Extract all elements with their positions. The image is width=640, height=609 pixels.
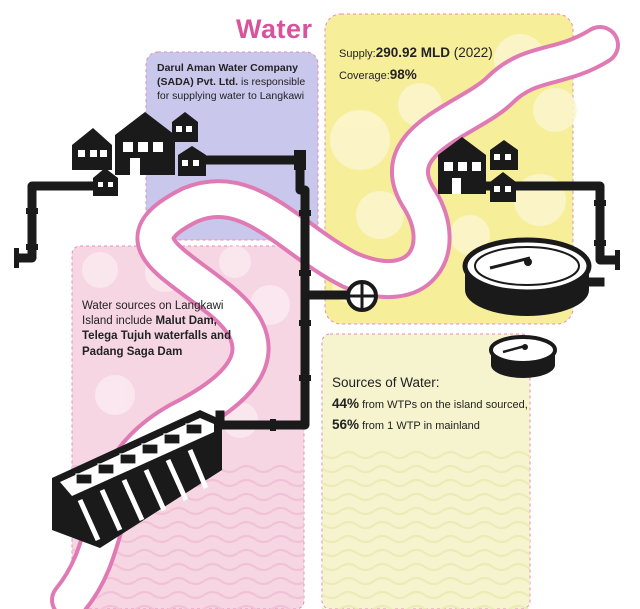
coverage-value: 98% — [389, 67, 417, 82]
source-line-1-pct: 44% — [332, 396, 360, 411]
dam-icon — [52, 410, 222, 548]
source-line-2-pct: 56% — [332, 416, 360, 432]
sources-names: Malut Dam, Telega Tujuh waterfalls and P… — [82, 315, 232, 358]
sources-description: Water sources on Langkawi Island include… — [82, 299, 232, 360]
source-line-2: 56% from 1 WTP in mainland — [332, 415, 562, 436]
page-title: Water — [236, 14, 313, 44]
houses-left-icon — [72, 112, 206, 196]
supply-label: Supply: — [339, 48, 376, 60]
source-line-1: 44% from WTPs on the island sourced, — [332, 394, 562, 415]
supply-value: 290.92 MLD — [375, 45, 450, 60]
sada-company-name: Darul Aman Water Company (SADA) Pvt. Ltd… — [157, 62, 298, 88]
supply-year: (2022) — [450, 45, 493, 60]
coverage-label: Coverage: — [339, 70, 390, 82]
sources-of-water-heading: Sources of Water: — [332, 375, 440, 390]
sources-of-water-breakdown: 44% from WTPs on the island sourced, 56%… — [332, 394, 562, 436]
sources-intro: Water sources on Langkawi Island include — [82, 300, 224, 328]
sada-role-text: is responsible for supplying water to La… — [157, 75, 306, 102]
source-line-1-text: from WTPs on the island sourced, — [359, 399, 528, 411]
sada-description: Darul Aman Water Company (SADA) Pvt. Ltd… — [157, 62, 317, 104]
source-line-2-text: from 1 WTP in mainland — [359, 419, 480, 432]
houses-right-icon — [438, 137, 518, 202]
supply-line: Supply:290.92 MLD (2022) — [339, 44, 559, 62]
treatment-plant-icon — [462, 237, 592, 378]
coverage-line: Coverage:98% — [339, 66, 559, 84]
